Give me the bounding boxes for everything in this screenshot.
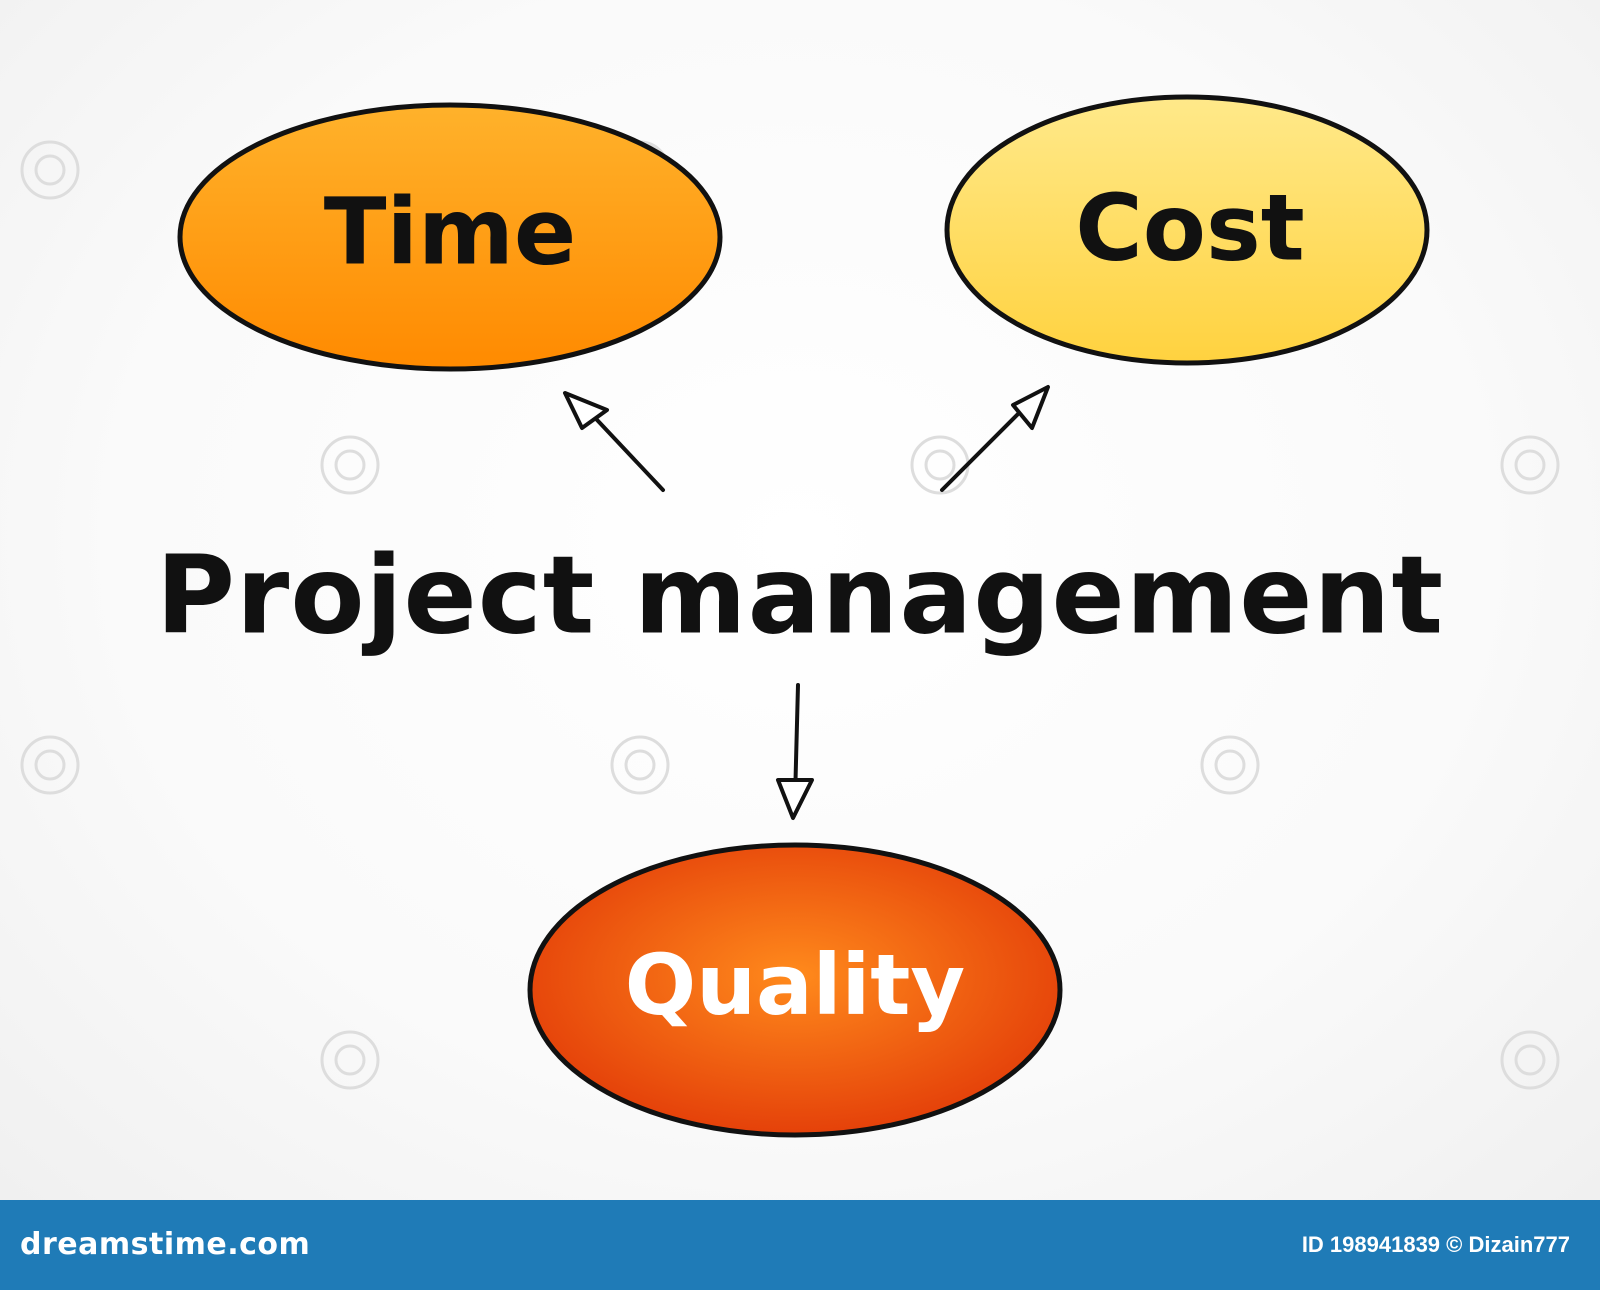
- node-time: Time: [177, 102, 723, 372]
- watermark-brand: dreamstime.com: [20, 1227, 311, 1262]
- watermark-bar: dreamstime.com ID 198941839 © Dizain777: [0, 1200, 1600, 1290]
- watermark-credit: ID 198941839 © Dizain777: [1302, 1200, 1570, 1290]
- mind-map: Time Cost Quality Project management: [20, 94, 1560, 1138]
- node-cost: Cost: [944, 94, 1430, 366]
- cost-label: Cost: [1075, 175, 1304, 282]
- arrow-to-quality: [776, 683, 814, 820]
- author-credit: © Dizain777: [1446, 1232, 1570, 1257]
- diagram-canvas: Time Cost Quality Project management: [0, 0, 1600, 1200]
- cost-ellipse: [944, 94, 1430, 366]
- center-topic-label: Project management: [156, 534, 1444, 659]
- arrow-to-cost: [940, 385, 1050, 492]
- quality-ellipse: [527, 842, 1063, 1138]
- node-quality: Quality: [527, 842, 1063, 1138]
- arrow-to-time: [563, 391, 665, 492]
- image-id: ID 198941839: [1301, 1232, 1441, 1257]
- time-label: Time: [324, 179, 577, 286]
- time-ellipse: [177, 102, 723, 372]
- quality-label: Quality: [625, 936, 965, 1034]
